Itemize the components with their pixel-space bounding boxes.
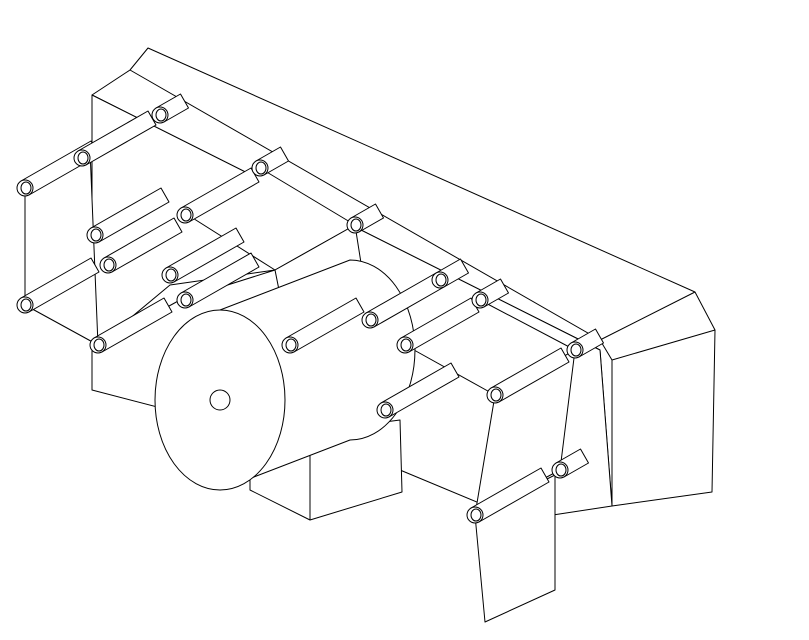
roller: [73, 110, 157, 167]
roller-end-cap: [551, 461, 569, 479]
roller-end-cap: [161, 266, 179, 284]
roller: [396, 297, 480, 354]
roller-end-cap: [16, 296, 34, 314]
roller-end-cap: [471, 291, 489, 309]
roller-end-cap: [73, 149, 91, 167]
roller: [161, 227, 245, 284]
roller-end-cap: [89, 336, 107, 354]
roller-end-cap-inner: [180, 208, 192, 222]
roller-end-cap-inner: [165, 268, 177, 282]
roller-end-cap-inner: [400, 338, 412, 352]
roller: [466, 467, 550, 524]
roller-end-cap-inner: [365, 313, 377, 327]
roller-end-cap: [566, 341, 584, 359]
roller-end-cap: [396, 336, 414, 354]
roller: [151, 93, 189, 124]
roller-end-cap-inner: [93, 338, 105, 352]
roller-end-cap: [376, 401, 394, 419]
roller: [176, 252, 260, 309]
roller-end-cap-inner: [20, 181, 32, 195]
roller: [16, 257, 100, 314]
roller-end-cap-inner: [475, 293, 487, 307]
roller-end-cap-inner: [90, 228, 102, 242]
roller-end-cap: [16, 179, 34, 197]
roller: [89, 297, 173, 354]
roller-end-cap-inner: [180, 293, 192, 307]
roller: [281, 297, 365, 354]
roller-end-cap-inner: [490, 388, 502, 402]
roller: [251, 146, 289, 177]
roller: [346, 203, 384, 234]
roller: [176, 167, 260, 224]
roller-end-cap-inner: [155, 108, 167, 122]
roller-end-cap-inner: [435, 273, 447, 287]
roller-end-cap: [466, 506, 484, 524]
roller: [86, 187, 170, 244]
roller: [376, 362, 460, 419]
roller-end-cap-inner: [470, 508, 482, 522]
roller-end-cap-inner: [380, 403, 392, 417]
roller-end-cap: [281, 336, 299, 354]
roller-end-cap: [346, 216, 364, 234]
roller-end-cap-inner: [103, 258, 115, 272]
roller-end-cap-inner: [350, 218, 362, 232]
roller-end-cap-inner: [255, 161, 267, 175]
roller: [486, 347, 570, 404]
roller-end-cap: [486, 386, 504, 404]
roller-end-cap: [176, 291, 194, 309]
roller-end-cap: [151, 106, 169, 124]
roller-end-cap: [251, 159, 269, 177]
roller-end-cap-inner: [285, 338, 297, 352]
roller-end-cap: [361, 311, 379, 329]
roller-end-cap: [86, 226, 104, 244]
roller-end-cap: [99, 256, 117, 274]
roller-end-cap: [176, 206, 194, 224]
roller-end-cap: [431, 271, 449, 289]
roll-core-hole: [209, 389, 231, 411]
roller: [551, 448, 589, 479]
rollers: [16, 93, 604, 524]
roller: [99, 217, 183, 274]
roller-end-cap-inner: [555, 463, 567, 477]
roller-end-cap-inner: [77, 151, 89, 165]
roller-end-cap-inner: [20, 298, 32, 312]
roller-end-cap-inner: [570, 343, 582, 357]
roller: [431, 258, 469, 289]
roller: [471, 278, 509, 309]
roller: [566, 328, 604, 359]
